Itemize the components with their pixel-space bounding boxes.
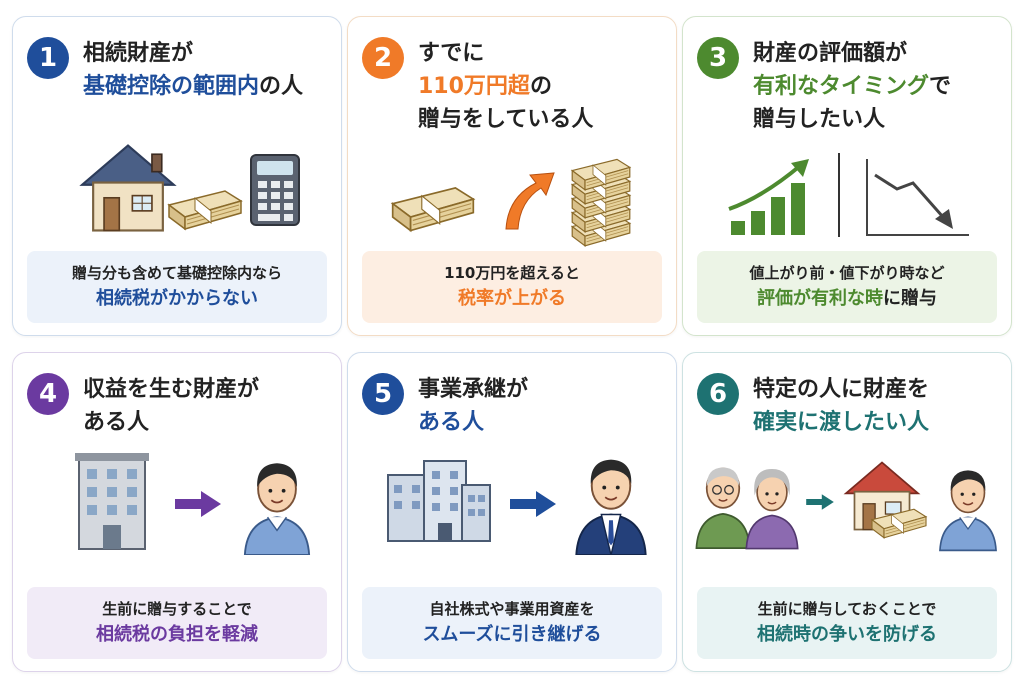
card-6: 6 特定の人に財産を 確実に渡したい人 生前に贈与しておくことで 相続時の争いを…: [682, 352, 1012, 672]
elderly-couple-icon: [695, 466, 799, 550]
apartment-building-icon: [75, 453, 149, 550]
title-accent: ある人: [418, 410, 485, 435]
right-arrow-icon: [175, 491, 221, 517]
card-title: 特定の人に財産を 確実に渡したい人: [753, 373, 929, 439]
cash-bundle-icon: [168, 190, 242, 230]
card-caption: 自社株式や事業用資産を スムーズに引き継げる: [362, 587, 662, 659]
step-number-badge: 2: [362, 37, 404, 79]
card-1: 1 相続財産が 基礎控除の範囲内の人 贈与分も含めて基礎控除内なら 相続税がかか…: [12, 16, 342, 336]
step-number-badge: 4: [27, 373, 69, 415]
card-illustration: [695, 461, 997, 552]
card-4: 4 収益を生む財産が ある人 生前に贈与することで 相続税の負担を軽減: [12, 352, 342, 672]
card-illustration: [81, 144, 300, 232]
card-illustration: [75, 453, 311, 555]
card-title: すでに 110万円超の 贈与をしている人: [418, 41, 594, 132]
card-3: 3 財産の評価額が 有利なタイミングで 贈与したい人 値上がり前・値下がり時など…: [682, 16, 1012, 336]
falling-line-chart-icon: [866, 159, 969, 236]
card-title: 財産の評価額が 有利なタイミングで 贈与したい人: [753, 41, 952, 132]
title-accent: 確実に渡したい人: [753, 410, 930, 435]
title-accent: 基礎控除の範囲内: [83, 74, 260, 99]
office-building-icon: [387, 460, 491, 542]
card-caption: 生前に贈与することで 相続税の負担を軽減: [27, 587, 327, 659]
card-title: 収益を生む財産が ある人: [83, 377, 260, 435]
card-caption: 値上がり前・値下がり時など 評価が有利な時に贈与: [697, 251, 997, 323]
step-number-badge: 1: [27, 37, 69, 79]
title-accent: 有利なタイミング: [753, 74, 930, 99]
card-caption: 贈与分も含めて基礎控除内なら 相続税がかからない: [27, 251, 327, 323]
calculator-icon: [250, 154, 300, 226]
card-illustration: [728, 153, 969, 237]
step-number-badge: 6: [697, 373, 739, 415]
card-illustration: [387, 458, 647, 555]
card-caption: 110万円を超えると 税率が上がる: [362, 251, 662, 323]
person-icon: [939, 469, 997, 552]
card-2: 2 すでに 110万円超の 贈与をしている人 110万円を超えると 税率が上がる: [347, 16, 677, 336]
card-5: 5 事業承継が ある人 自社株式や事業用資産を スムーズに引き継げる: [347, 352, 677, 672]
cash-stack-icon: [571, 158, 631, 247]
businessman-icon: [575, 458, 647, 555]
card-caption: 生前に贈与しておくことで 相続時の争いを防げる: [697, 587, 997, 659]
up-arrow-icon: [505, 172, 555, 230]
card-title: 事業承継が ある人: [418, 373, 528, 439]
right-arrow-icon: [510, 491, 556, 517]
person-icon: [243, 462, 311, 555]
step-number-badge: 5: [362, 373, 404, 415]
step-number-badge: 3: [697, 37, 739, 79]
title-accent: 110万円超: [418, 74, 530, 99]
house-icon: [81, 144, 175, 232]
card-illustration: [391, 158, 631, 247]
right-arrow-icon: [806, 494, 834, 510]
cash-bundle-icon: [391, 187, 475, 232]
rising-bar-chart-icon: [728, 159, 809, 235]
card-title: 相続財産が 基礎控除の範囲内の人: [83, 41, 304, 99]
